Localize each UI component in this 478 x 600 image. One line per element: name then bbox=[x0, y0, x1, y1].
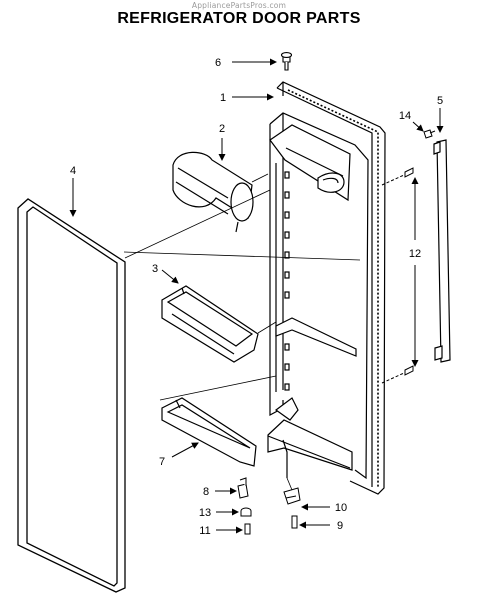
handle-screw bbox=[423, 129, 436, 139]
callout-14: 14 bbox=[399, 110, 411, 122]
callout-2: 2 bbox=[219, 123, 225, 135]
callout-9: 9 bbox=[337, 520, 343, 532]
page-title: REFRIGERATOR DOOR PARTS bbox=[117, 10, 361, 27]
cam-screw bbox=[291, 515, 298, 529]
callout-10: 10 bbox=[335, 502, 347, 514]
watermark-text: AppliancePartsPros.com bbox=[191, 1, 287, 10]
callout-1: 1 bbox=[220, 92, 226, 104]
callout-11: 11 bbox=[199, 525, 210, 537]
hinge-bushing bbox=[240, 507, 252, 517]
bottom-door-shelf bbox=[161, 397, 257, 467]
hinge-leader bbox=[286, 477, 293, 491]
bottom-screw bbox=[244, 523, 251, 535]
door-handle bbox=[433, 139, 451, 363]
door-gasket bbox=[17, 198, 126, 593]
dairy-door-cover bbox=[172, 151, 254, 233]
callout-13: 13 bbox=[199, 507, 211, 519]
callout-7: 7 bbox=[159, 456, 165, 468]
callout-3: 3 bbox=[152, 263, 158, 275]
callout-6: 6 bbox=[215, 57, 221, 69]
handle-mount-screws bbox=[381, 167, 414, 384]
callout-arrows bbox=[69, 58, 444, 534]
callout-5: 5 bbox=[437, 95, 443, 107]
callout-12: 12 bbox=[409, 248, 421, 260]
alignment-lines bbox=[123, 173, 361, 401]
callout-4: 4 bbox=[70, 165, 76, 177]
hinge-cam bbox=[283, 487, 301, 505]
door-liner bbox=[267, 81, 386, 495]
bottom-hinge-pin bbox=[237, 477, 249, 499]
top-screw bbox=[280, 52, 293, 71]
door-bin bbox=[161, 285, 259, 363]
callout-8: 8 bbox=[203, 486, 209, 498]
